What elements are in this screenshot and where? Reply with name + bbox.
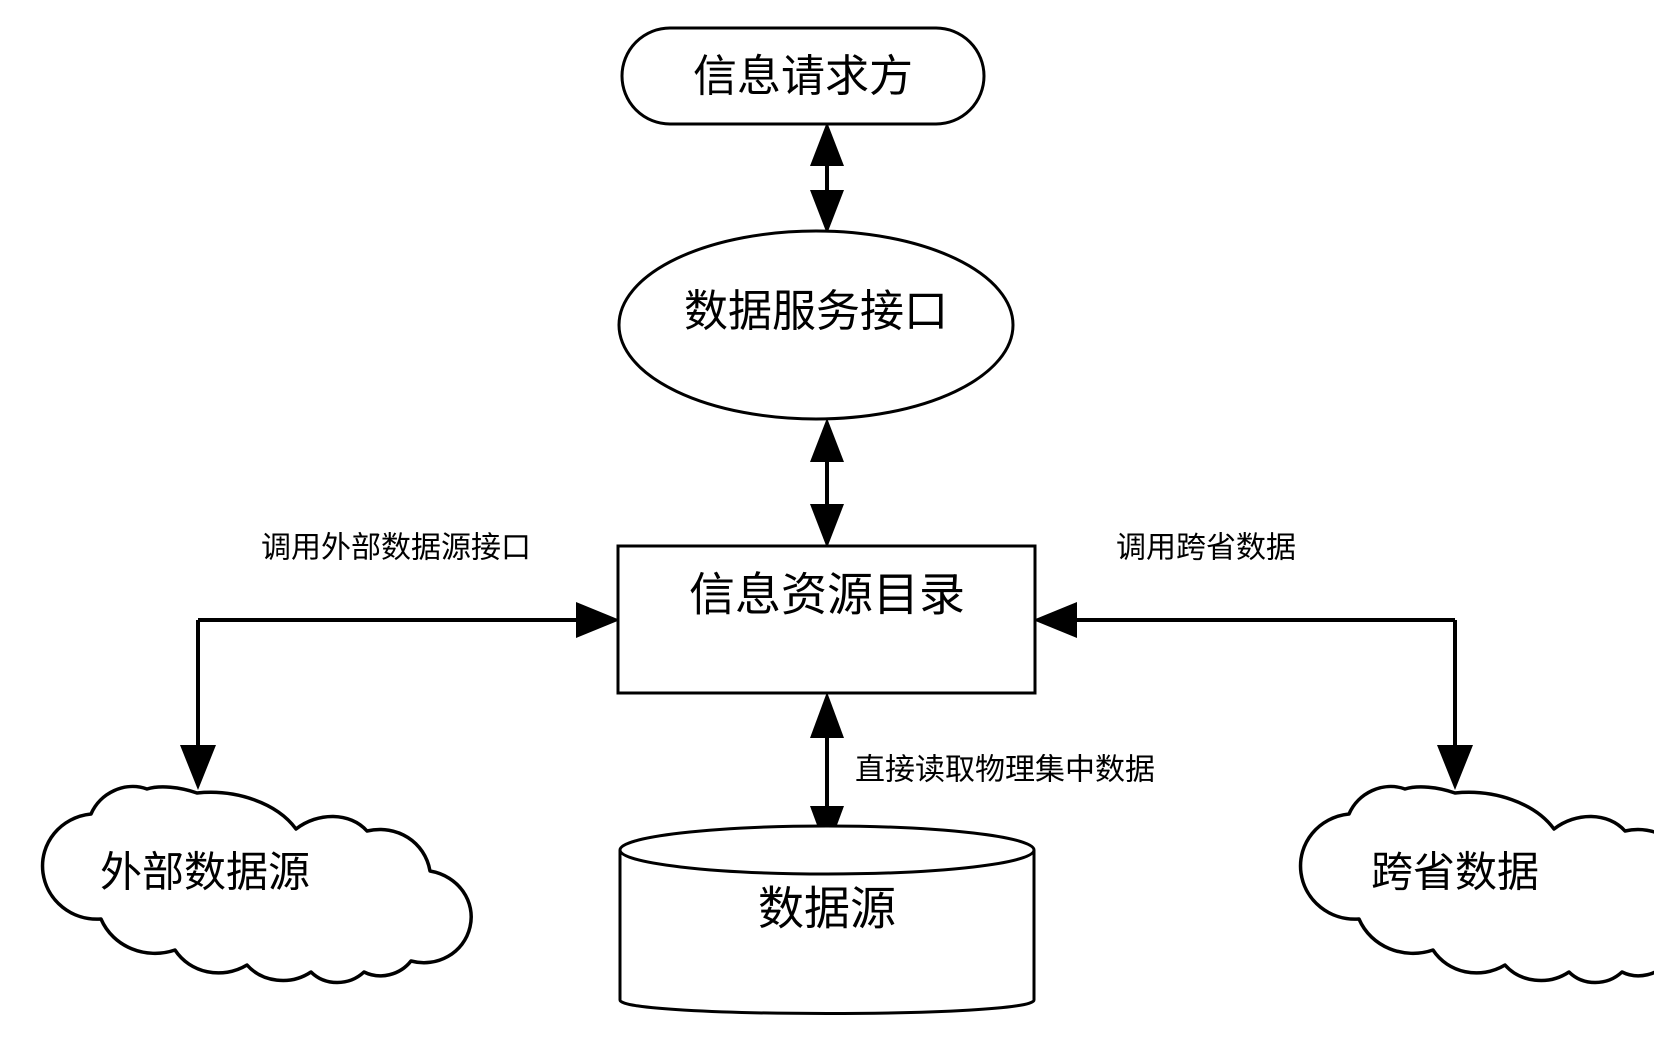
info-resource-catalog-shape[interactable]: [616, 544, 1037, 695]
node-data-source[interactable]: 数据源: [618, 824, 1036, 1015]
arrowhead-up-icon: [810, 692, 844, 738]
edge-catalog-to-cross-province: [1033, 602, 1473, 790]
external-data-source-shape[interactable]: [40, 784, 473, 985]
arrowhead-down-icon: [810, 190, 844, 234]
cross-province-data-label: 跨省数据: [1371, 848, 1539, 897]
node-info-resource-catalog[interactable]: 信息资源目录: [616, 544, 1037, 695]
info-requester-label: 信息请求方: [693, 51, 913, 102]
info-requester-shape[interactable]: [620, 26, 986, 126]
data-service-interface-label: 数据服务接口: [684, 286, 948, 337]
edge-label-direct-read-physical-centralized-data: 直接读取物理集中数据: [855, 753, 1155, 788]
data-service-interface-shape[interactable]: [617, 229, 1015, 421]
arrowhead-up-icon: [810, 418, 844, 462]
edge-label-call-cross-province-data: 调用跨省数据: [1116, 531, 1296, 566]
external-data-source-label: 外部数据源: [100, 848, 310, 897]
arrowhead-right-icon: [576, 602, 620, 638]
edge-catalog-to-external: [180, 602, 620, 790]
arrowhead-down-icon: [180, 745, 216, 790]
info-resource-catalog-label: 信息资源目录: [689, 568, 965, 622]
node-external-data-source[interactable]: 外部数据源: [40, 784, 473, 985]
data-source-body[interactable]: [618, 850, 1036, 1015]
data-source-label: 数据源: [758, 882, 896, 936]
edge-interface-to-catalog: [810, 418, 844, 548]
edge-label-call-external-data-source-interface: 调用外部数据源接口: [261, 531, 531, 566]
arrowhead-left-icon: [1033, 602, 1077, 638]
node-cross-province-data[interactable]: 跨省数据: [1298, 784, 1654, 985]
data-source-top-ellipse[interactable]: [618, 824, 1036, 876]
arrowhead-down-icon: [1437, 745, 1473, 790]
edge-requester-to-interface: [810, 122, 844, 234]
node-info-requester[interactable]: 信息请求方: [620, 26, 986, 126]
cross-province-data-shape[interactable]: [1298, 784, 1654, 985]
arrowhead-up-icon: [810, 122, 844, 166]
arrowhead-down-icon: [810, 504, 844, 548]
node-data-service-interface[interactable]: 数据服务接口: [617, 229, 1015, 421]
